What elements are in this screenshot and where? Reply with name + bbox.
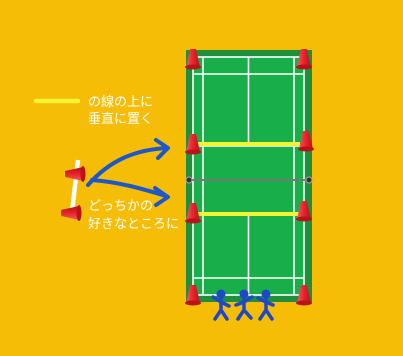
cone-icon bbox=[61, 205, 82, 221]
note-text-line-1: どっちかの bbox=[88, 199, 153, 214]
cone-icon bbox=[185, 203, 201, 224]
cone-icon bbox=[298, 131, 314, 152]
legend-text-line-2: 垂直に置く bbox=[88, 112, 153, 127]
arrow-icon-head bbox=[154, 138, 170, 160]
player-icon bbox=[211, 289, 231, 321]
cone-icon bbox=[185, 49, 201, 70]
arrow-icon bbox=[86, 146, 168, 187]
cone-icon bbox=[296, 49, 312, 70]
cone-icon bbox=[296, 285, 312, 306]
arrows bbox=[86, 138, 170, 207]
net-post-left bbox=[185, 176, 193, 184]
arrow-icon bbox=[90, 178, 168, 198]
cone-icon bbox=[185, 285, 201, 306]
start-position bbox=[61, 159, 86, 221]
note-text-line-2: 好きなところに bbox=[88, 217, 179, 232]
player-icon bbox=[256, 289, 275, 321]
legend-text-line-1: の線の上に bbox=[88, 94, 153, 110]
badminton-court bbox=[185, 50, 313, 302]
court-cones bbox=[185, 49, 314, 306]
net-post-right bbox=[305, 176, 313, 184]
cone-icon bbox=[65, 166, 86, 182]
players bbox=[211, 289, 275, 321]
cone-icon bbox=[296, 201, 312, 222]
player-icon bbox=[234, 289, 254, 321]
cone-icon bbox=[185, 134, 201, 155]
court-lines bbox=[192, 56, 305, 296]
arrow-icon-head bbox=[153, 186, 170, 207]
